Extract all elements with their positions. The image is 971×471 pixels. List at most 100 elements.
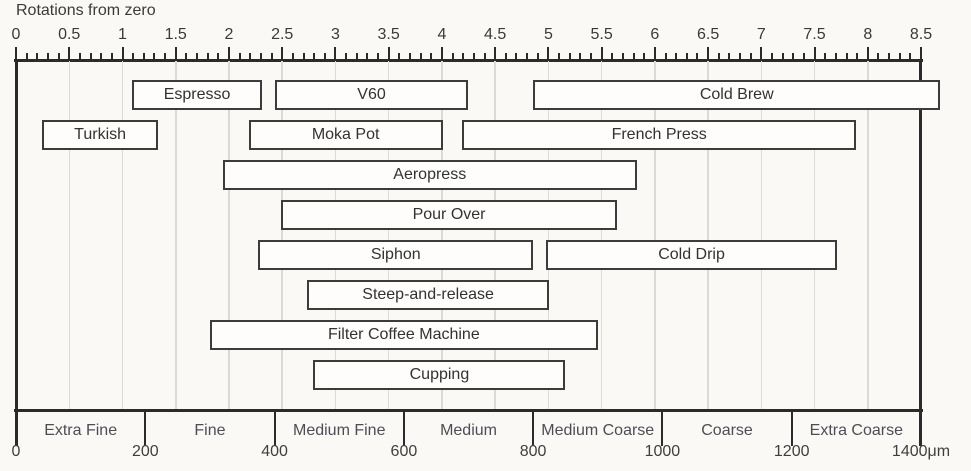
top-axis-major-tick [600,47,603,59]
bar-steep-and-release: Steep-and-release [306,280,550,310]
bar-french-press: French Press [462,120,857,150]
gridline [121,61,124,409]
top-axis-minor-tick [664,53,667,59]
top-axis-minor-tick [792,53,795,59]
gridline [68,61,70,409]
category-boundary-tick [532,411,535,446]
um-axis-tick-label: 0 [11,443,21,460]
top-axis-minor-tick [259,53,262,59]
category-label-medium-fine: Medium Fine [293,422,386,439]
top-axis-minor-tick [834,53,837,59]
top-axis-minor-tick [685,53,688,59]
top-axis-minor-tick [25,53,28,59]
top-axis-tick-label: 6.5 [696,26,720,43]
um-axis-tick-label: 200 [131,443,159,460]
top-axis-minor-tick [142,53,145,59]
gridline [387,61,390,409]
top-axis-tick-label: 4.5 [483,26,507,43]
top-axis-minor-tick [888,53,891,59]
gridline [600,61,603,409]
category-label-coarse: Coarse [701,422,753,439]
top-axis-minor-tick [770,53,773,59]
category-boundary-tick [661,411,664,446]
top-axis-minor-tick [696,53,699,59]
category-label-extra-coarse: Extra Coarse [809,422,904,439]
top-axis-minor-tick [78,53,81,59]
top-axis-minor-tick [249,53,252,59]
category-label-medium-coarse: Medium Coarse [541,422,655,439]
top-axis-tick-label: 7 [756,26,766,43]
top-axis-major-tick [760,47,763,59]
bar-cupping: Cupping [313,360,566,390]
um-axis-tick-label: 1200 [773,443,810,460]
top-axis-major-tick [121,47,124,59]
top-axis-tick-label: 5 [543,26,553,43]
category-boundary-tick [920,411,922,446]
top-axis-minor-tick [206,53,209,59]
bar-pour-over: Pour Over [281,200,618,230]
top-axis-tick-label: 0 [11,26,21,43]
bottom-axis-spine [14,409,923,412]
bar-filter-coffee-machine: Filter Coffee Machine [209,320,598,350]
top-axis-minor-tick [323,53,326,59]
top-axis-minor-tick [824,53,827,59]
top-axis-minor-tick [345,53,348,59]
category-label-extra-fine: Extra Fine [44,422,118,439]
top-axis-tick-label: 6 [650,26,660,43]
top-axis-minor-tick [217,53,220,59]
top-axis-tick-label: 1 [118,26,127,43]
top-axis-tick-label: 8.5 [909,26,933,43]
gridline [760,61,762,409]
top-axis-minor-tick [89,53,92,59]
category-label-fine: Fine [194,422,226,439]
top-axis-minor-tick [291,53,294,59]
um-axis-tick-label: 1400μm [891,443,951,460]
bar-cold-drip: Cold Drip [546,240,837,270]
top-axis-major-tick [281,47,284,59]
top-axis-major-tick [494,47,497,59]
gridline [813,61,816,409]
top-axis-tick-label: 0.5 [58,26,81,43]
top-axis-minor-tick [643,53,646,59]
bar-moka-pot: Moka Pot [248,120,443,150]
bar-espresso: Espresso [132,80,262,110]
top-axis-minor-tick [526,53,529,59]
top-axis-minor-tick [36,53,39,59]
top-axis-major-tick [227,47,230,59]
top-axis-minor-tick [398,53,401,59]
top-axis-tick-label: 1.5 [164,26,187,43]
top-axis-minor-tick [238,53,241,59]
top-axis-minor-tick [717,53,720,59]
top-axis-minor-tick [132,53,135,59]
top-axis-minor-tick [589,53,592,59]
top-axis-minor-tick [185,53,188,59]
top-axis-minor-tick [302,53,305,59]
top-axis-tick-label: 4 [437,26,447,43]
top-axis-minor-tick [898,53,901,59]
top-axis-minor-tick [419,53,422,59]
top-axis-minor-tick [355,53,358,59]
top-axis-tick-label: 5.5 [590,26,613,43]
gridline [228,61,230,409]
bar-aeropress: Aeropress [222,160,637,190]
top-axis-major-tick [920,47,922,59]
top-axis-minor-tick [845,53,848,59]
top-axis-minor-tick [430,53,433,59]
top-axis-major-tick [68,47,71,59]
top-axis-major-tick [440,47,443,59]
um-axis-tick-label: 800 [519,443,547,460]
left-spine [15,59,18,446]
top-axis-major-tick [813,47,816,59]
gridline [441,61,443,409]
top-axis-minor-tick [462,53,465,59]
gridline [334,61,337,409]
top-axis-minor-tick [728,53,731,59]
top-axis-major-tick [174,47,177,59]
top-axis-minor-tick [451,53,454,59]
top-axis-tick-label: 3 [330,26,340,43]
bar-v60: V60 [274,80,469,110]
top-axis-minor-tick [675,53,678,59]
top-axis-minor-tick [110,53,113,59]
bar-siphon: Siphon [258,240,534,270]
gridline [494,61,496,409]
